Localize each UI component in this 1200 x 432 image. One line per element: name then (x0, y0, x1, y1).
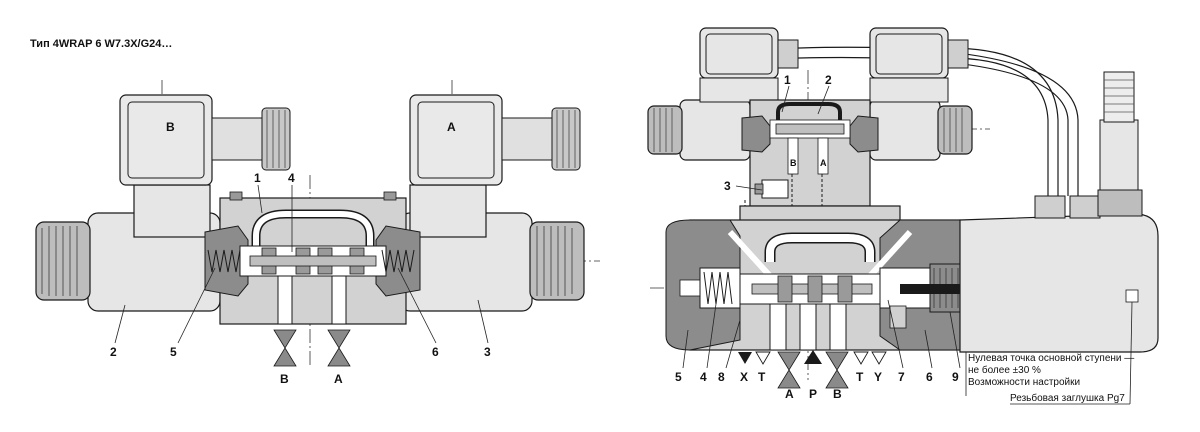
port-label-b: B (833, 387, 842, 401)
port-label-x: X (740, 370, 748, 384)
callout-r1: 1 (784, 73, 791, 87)
pilot-port-a: A (820, 158, 827, 168)
pilot-port-b: B (790, 158, 797, 168)
callout-r5: 5 (675, 370, 682, 384)
port-label-y: Y (874, 370, 882, 384)
drawing-title: Тип 4WRAP 6 W7.3X/G24… (30, 38, 172, 50)
note-zero-point: Нулевая точка основной ступени — (968, 353, 1134, 364)
callout-2: 2 (110, 345, 117, 359)
callout-r7: 7 (898, 370, 905, 384)
coil-label-a: A (447, 120, 456, 134)
note-zero-point-tolerance: не более ±30 % (968, 364, 1041, 376)
port-label-t1: T (758, 370, 766, 384)
callout-1: 1 (254, 171, 261, 185)
callout-6: 6 (432, 345, 439, 359)
right-valve-view: B A (647, 27, 1159, 405)
callout-3: 3 (484, 345, 491, 359)
callout-r4: 4 (700, 370, 707, 384)
note-adjustment: Возможности настройки (968, 377, 1080, 388)
callout-r3: 3 (724, 179, 731, 193)
port-label-a: A (334, 372, 343, 386)
note-plug: Резьбовая заглушка Pg7 (1010, 392, 1125, 404)
port-label-a: A (785, 387, 794, 401)
coil-label-b: B (166, 120, 175, 134)
port-label-b: B (280, 372, 289, 386)
callout-r6: 6 (926, 370, 933, 384)
port-label-p: P (809, 387, 817, 401)
callout-r8: 8 (718, 370, 725, 384)
left-valve-view: B A (35, 80, 600, 386)
port-label-t2: T (856, 370, 864, 384)
callout-4: 4 (288, 171, 295, 185)
callout-r9: 9 (952, 370, 959, 384)
callout-r2: 2 (825, 73, 832, 87)
callout-5: 5 (170, 345, 177, 359)
